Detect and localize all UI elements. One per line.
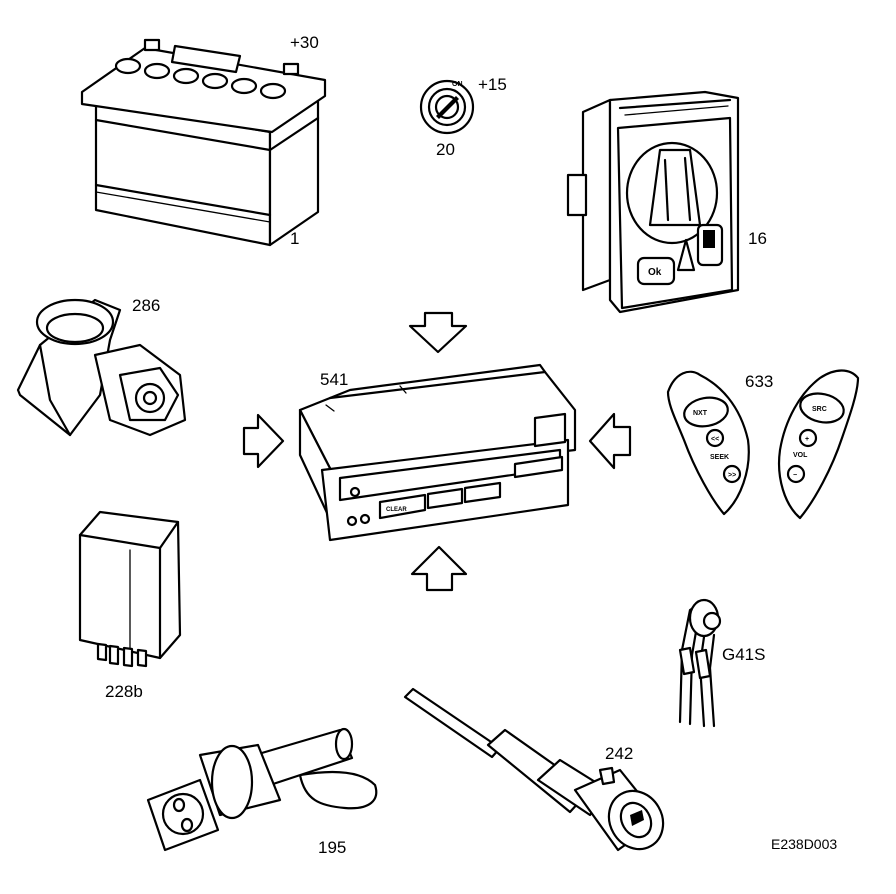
battery-label: 1 [290, 229, 299, 248]
control-unit: CLEAR [298, 363, 577, 542]
arrow-down-icon [408, 311, 468, 354]
svg-text:>>: >> [728, 472, 736, 479]
svg-text:−: − [793, 472, 797, 479]
control-unit-label: 541 [320, 370, 348, 389]
ignition-switch: ON [419, 79, 475, 135]
sensor-286-label: 286 [132, 296, 160, 315]
relay-label: 228b [105, 682, 143, 701]
svg-text:+: + [805, 436, 809, 443]
ground-point-label: G41S [722, 645, 765, 664]
light-switch: Ok [566, 90, 740, 314]
sensor-195 [146, 727, 378, 852]
light-switch-label: 16 [748, 229, 767, 248]
svg-text:<<: << [711, 436, 719, 443]
ground-point [678, 598, 722, 728]
svg-text:ON: ON [452, 81, 463, 88]
figure-code: E238D003 [771, 836, 837, 852]
arrow-right-icon [242, 413, 285, 469]
arrow-left-icon [588, 412, 632, 470]
ignition-switch-label: 20 [436, 140, 455, 159]
steer-seek-text: SEEK [710, 454, 729, 461]
battery [80, 38, 327, 247]
ignition-terminal-label: +15 [478, 75, 507, 94]
battery-terminal-label: +30 [290, 33, 319, 52]
steering-buttons: NXT << SEEK >> SRC + VOL − [666, 369, 860, 520]
sensor-242 [403, 687, 665, 852]
arrow-up-icon [410, 545, 468, 592]
sensor-195-label: 195 [318, 838, 346, 857]
sensor-286 [16, 298, 187, 437]
light-switch-ok-text: Ok [648, 267, 662, 278]
steering-buttons-label: 633 [745, 372, 773, 391]
steer-vol-text: VOL [793, 452, 808, 459]
steer-src-text: SRC [812, 406, 827, 413]
sensor-242-label: 242 [605, 744, 633, 763]
steer-nxt-text: NXT [693, 410, 708, 417]
dash-clear-text: CLEAR [386, 507, 407, 513]
relay [78, 510, 182, 668]
